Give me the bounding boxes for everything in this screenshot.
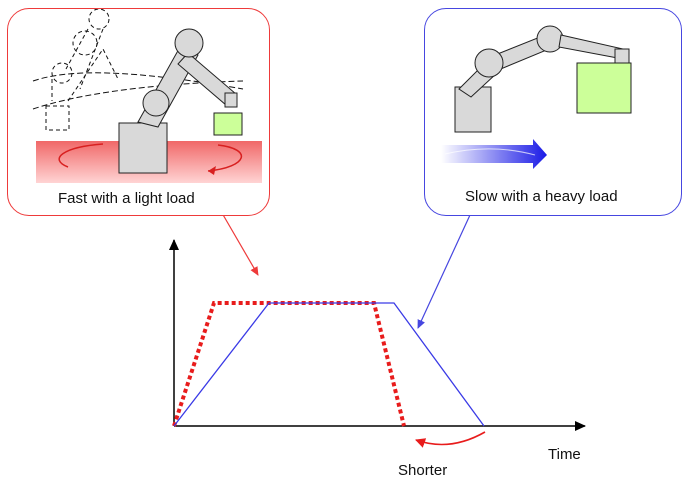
caption-heavy-load: Slow with a heavy load	[465, 188, 618, 205]
motion-arrow-icon	[441, 139, 547, 169]
robot-arm-heavy	[454, 25, 632, 133]
caption-light-load: Fast with a light load	[58, 190, 195, 207]
velocity-series	[172, 301, 485, 427]
shorter-arrow	[415, 431, 486, 448]
connector-light-arrow	[221, 212, 259, 276]
light-payload	[213, 112, 243, 136]
ghost-robot-poses	[32, 9, 244, 131]
light-load-profile	[172, 301, 406, 427]
connector-heavy-arrow	[417, 214, 471, 329]
x-axis-label: Time	[548, 446, 581, 463]
heavy-payload	[576, 62, 632, 114]
rotation-arrow-icon	[58, 143, 242, 172]
robot-arm-light	[118, 28, 243, 174]
heavy-load-illustration	[441, 25, 632, 169]
heavy-load-profile	[173, 302, 485, 427]
heavy-load-panel: Slow with a heavy load	[424, 8, 682, 216]
light-load-illustration	[32, 9, 262, 183]
light-load-panel: Fast with a light load	[7, 8, 270, 216]
shorter-label: Shorter	[398, 462, 448, 479]
